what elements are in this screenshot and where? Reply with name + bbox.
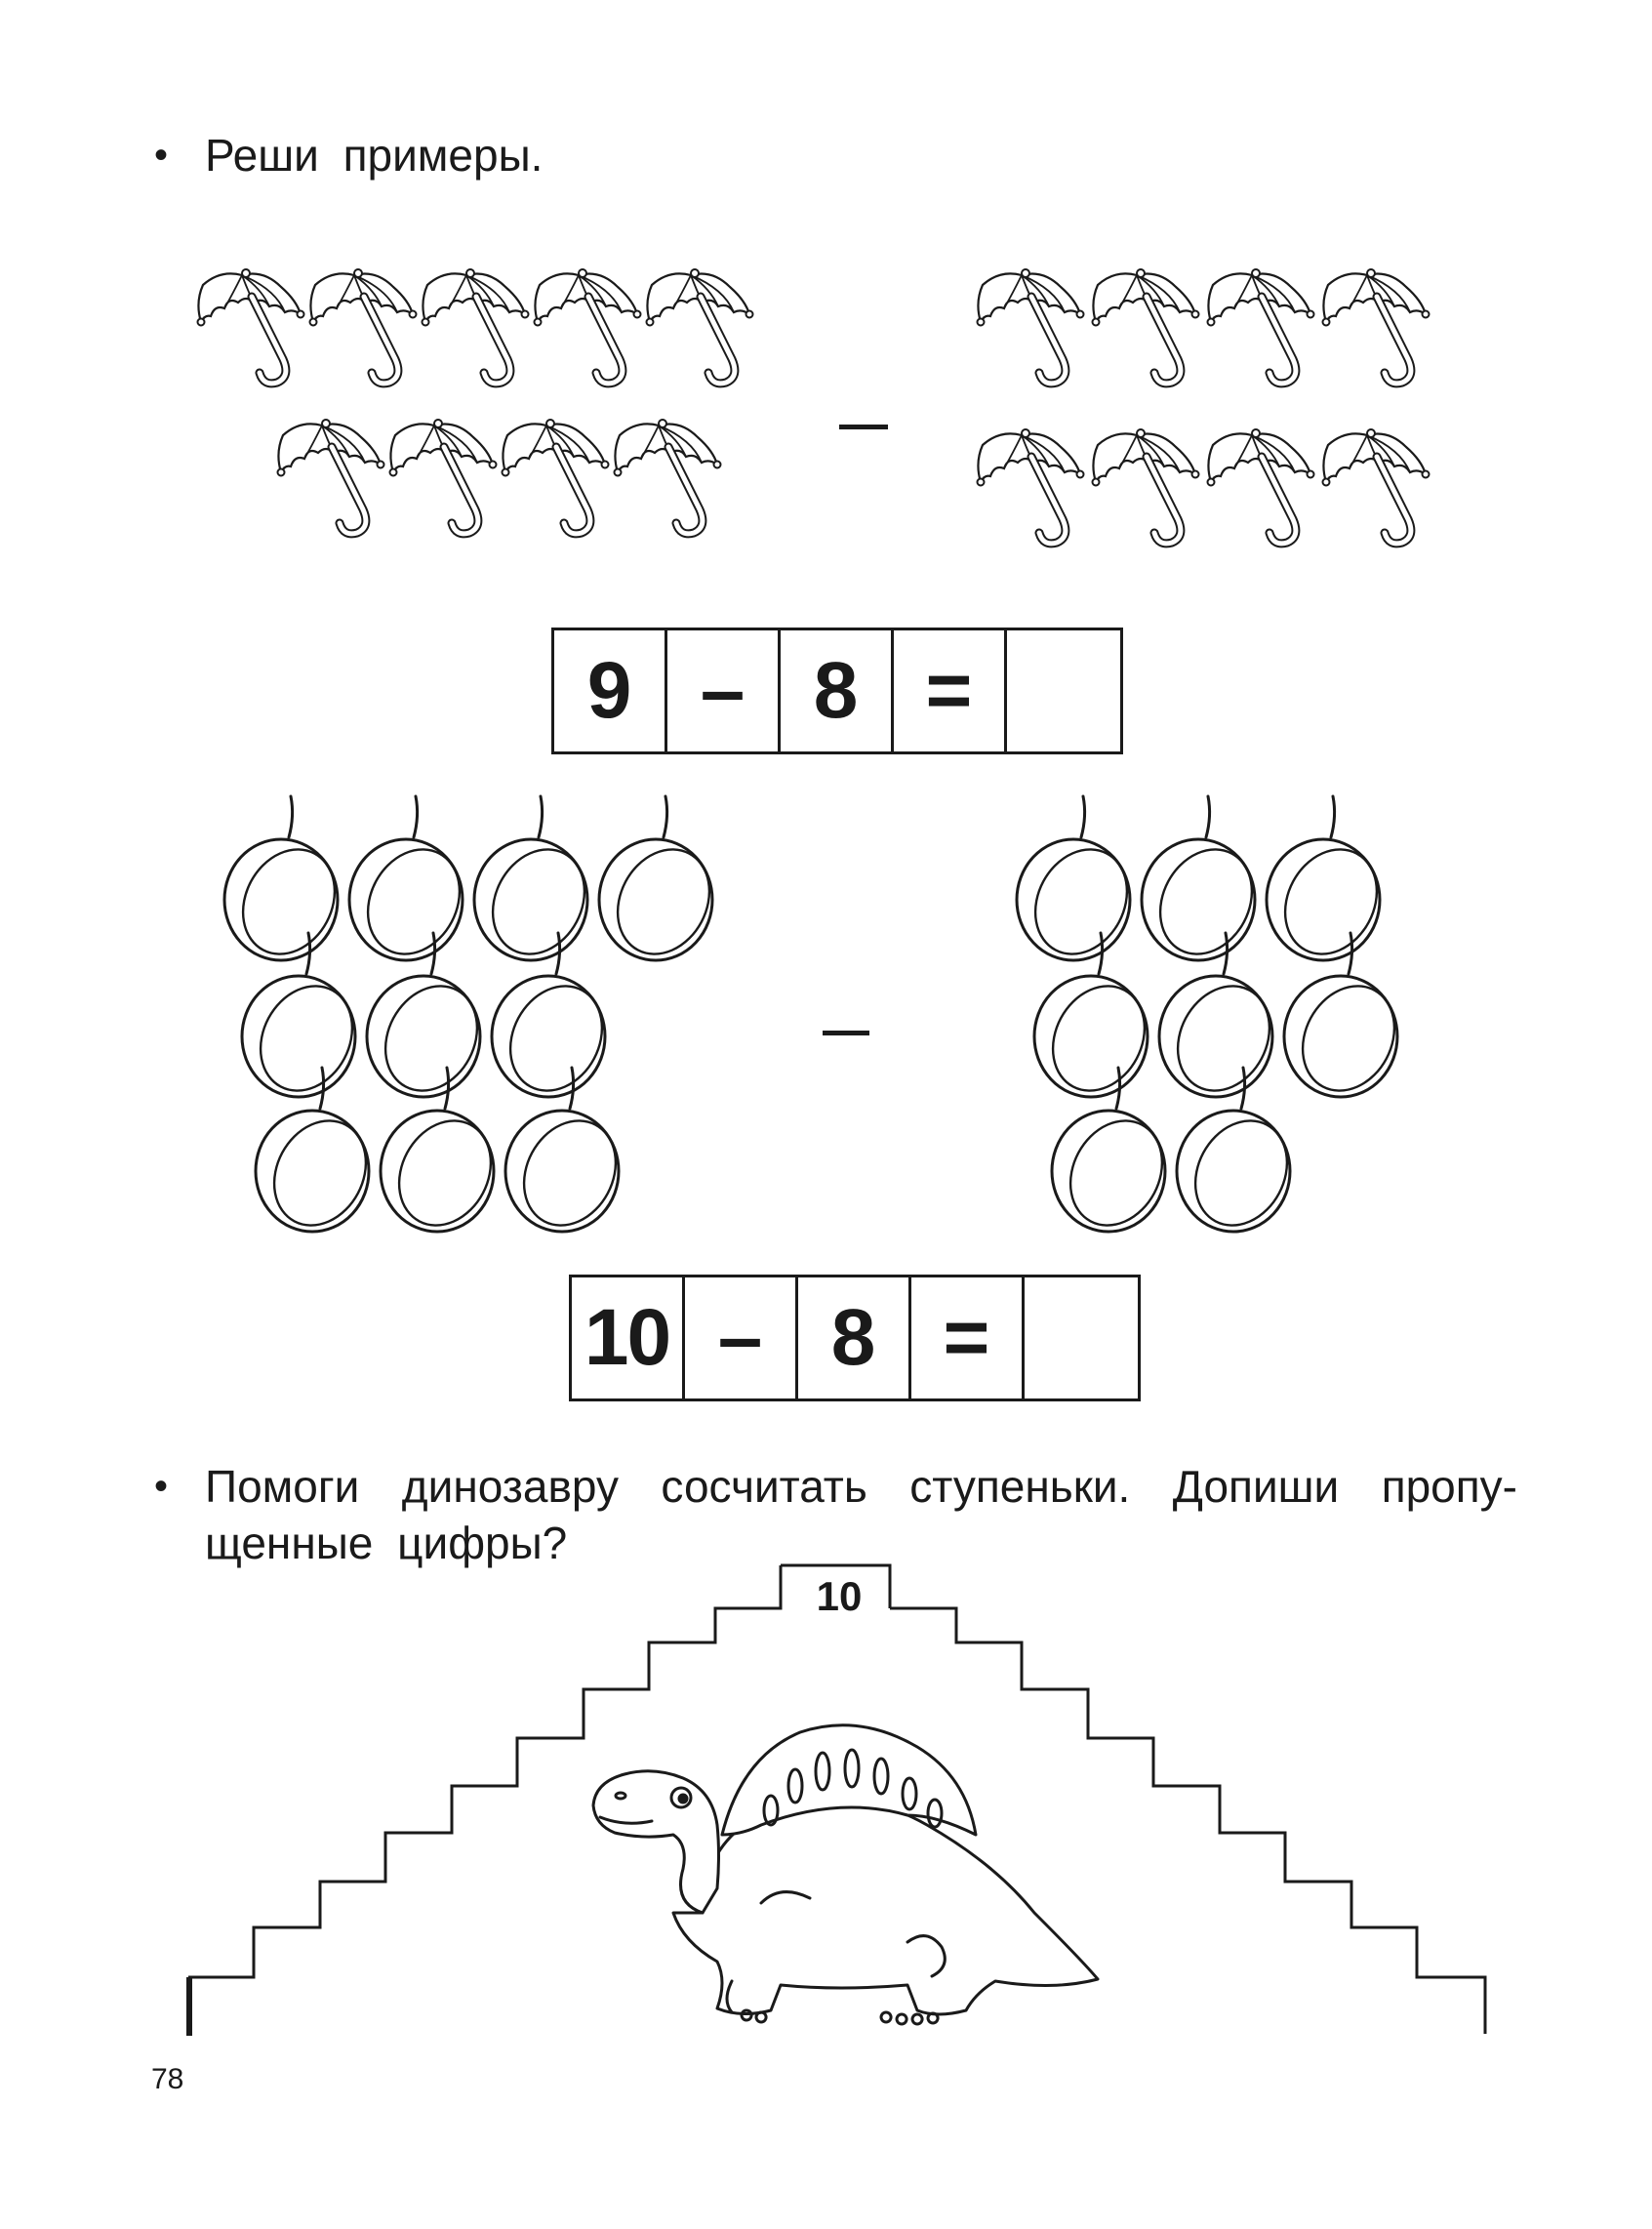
umbrella-icon bbox=[647, 269, 753, 384]
umbrella-icon bbox=[198, 269, 304, 384]
umbrella-icon bbox=[1323, 429, 1430, 544]
task2-instruction: • Помоги динозавру сосчитать ступеньки. … bbox=[154, 1458, 1517, 1571]
umbrella-icon bbox=[390, 420, 497, 534]
plum-icon bbox=[1265, 794, 1396, 972]
equation-1-minuend: 9 bbox=[554, 630, 667, 751]
equation-2-equals: = bbox=[911, 1277, 1025, 1398]
umbrella-icon bbox=[503, 420, 609, 534]
umbrella-icon bbox=[1208, 429, 1314, 544]
equation-2-operator: – bbox=[685, 1277, 798, 1398]
equation-2-answer-box[interactable] bbox=[1025, 1277, 1138, 1398]
plum-group-left bbox=[222, 794, 729, 1243]
task1-instruction: • Реши примеры. bbox=[154, 127, 544, 183]
umbrella-icon bbox=[535, 269, 641, 384]
plum-group-right bbox=[1015, 794, 1414, 1243]
umbrella-icon bbox=[1093, 429, 1199, 544]
plum-icon bbox=[347, 794, 479, 972]
equation-2-minuend: 10 bbox=[572, 1277, 685, 1398]
plum-icon bbox=[1140, 794, 1271, 972]
equation-1-subtrahend: 8 bbox=[781, 630, 894, 751]
plum-icon bbox=[597, 794, 729, 972]
equation-2-subtrahend: 8 bbox=[798, 1277, 911, 1398]
plum-icon bbox=[222, 794, 354, 972]
plum-icon bbox=[1282, 931, 1414, 1109]
equation-1: 9 – 8 = bbox=[551, 628, 1123, 754]
umbrella-icon bbox=[310, 269, 417, 384]
umbrella-icon bbox=[978, 429, 1084, 544]
task1-bullet: • bbox=[154, 134, 169, 177]
umbrella-group-right bbox=[978, 269, 1430, 544]
umbrella-icon bbox=[1208, 269, 1314, 384]
plum-icon bbox=[1015, 794, 1147, 972]
page-number: 78 bbox=[151, 2063, 184, 2095]
plum-icon bbox=[490, 931, 622, 1109]
task2-text: Помоги динозавру сосчитать ступеньки. До… bbox=[205, 1461, 1517, 1568]
minus-sign bbox=[823, 1031, 869, 1035]
umbrella-icon bbox=[278, 420, 384, 534]
equation-1-equals: = bbox=[894, 630, 1007, 751]
plum-icon bbox=[1032, 931, 1164, 1109]
umbrella-icon bbox=[1093, 269, 1199, 384]
equation-2: 10 – 8 = bbox=[569, 1275, 1141, 1401]
dinosaur-icon bbox=[591, 1723, 1100, 2026]
umbrella-icon bbox=[978, 269, 1084, 384]
stairs-left-post bbox=[186, 1977, 192, 2036]
top-step-label: 10 bbox=[816, 1573, 863, 1619]
minus-sign bbox=[839, 425, 888, 429]
equation-1-answer-box[interactable] bbox=[1007, 630, 1120, 751]
stairs bbox=[186, 1563, 1487, 2036]
umbrella-icon bbox=[423, 269, 529, 384]
umbrella-icon bbox=[615, 420, 721, 534]
plum-icon bbox=[365, 931, 497, 1109]
stairs-top-step bbox=[781, 1563, 892, 1608]
task1-text: Реши примеры. bbox=[205, 130, 544, 181]
plum-icon bbox=[240, 931, 372, 1109]
plum-icon bbox=[472, 794, 604, 972]
umbrella-group-left bbox=[198, 269, 753, 534]
equation-1-operator: – bbox=[667, 630, 781, 751]
stairs-right-side bbox=[890, 1606, 1487, 2034]
umbrella-icon bbox=[1323, 269, 1430, 384]
task2-bullet: • bbox=[154, 1465, 169, 1508]
plum-icon bbox=[1157, 931, 1289, 1109]
